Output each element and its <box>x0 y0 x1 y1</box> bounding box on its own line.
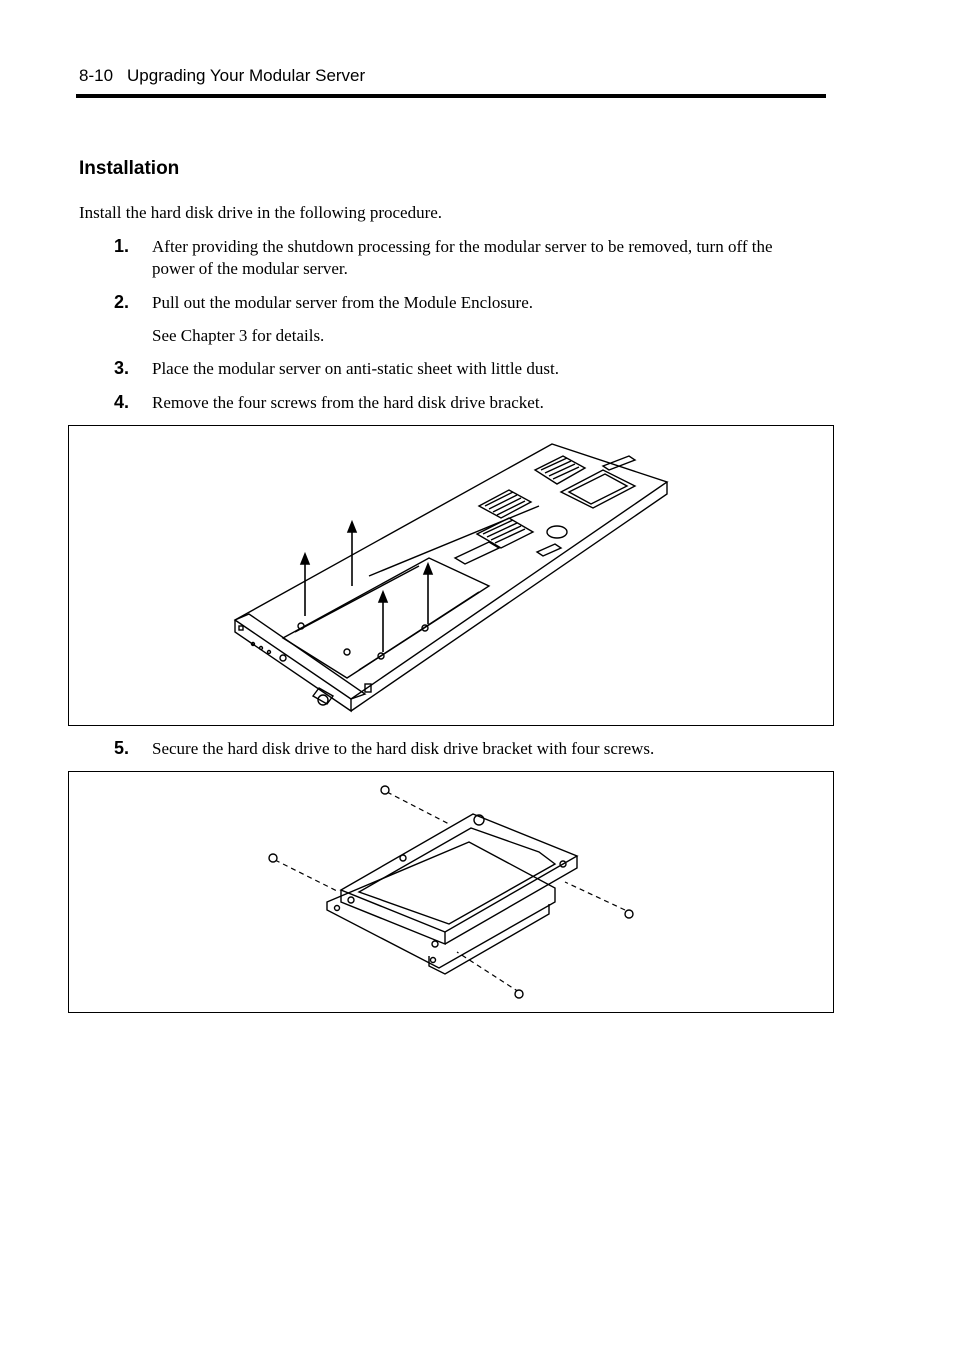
figure-server-screw-removal <box>68 425 834 726</box>
step-text-2: Pull out the modular server from the Mod… <box>152 293 533 312</box>
hdd-illustration <box>268 785 634 999</box>
step-number-5: 5. <box>114 738 130 758</box>
screw-removal-arrows <box>299 519 434 652</box>
screw-bottom <box>514 989 524 999</box>
heatsink-3 <box>475 517 535 549</box>
hdd-bracket-area <box>281 557 491 679</box>
step-note-2: See Chapter 3 for details. <box>152 326 325 345</box>
battery <box>546 525 568 539</box>
heatsink-2 <box>533 455 587 485</box>
memory-module <box>559 469 637 509</box>
screws <box>268 785 634 999</box>
step-text-1: After providing the shutdown processing … <box>152 237 773 278</box>
hdd-bracket <box>326 841 556 969</box>
running-header: 8-10 Upgrading Your Modular Server <box>79 66 365 86</box>
screw-left <box>268 853 278 863</box>
header-rule <box>76 94 826 98</box>
figure-hdd-bracket-screws <box>68 771 834 1013</box>
step-number-2: 2. <box>114 292 130 312</box>
server-illustration <box>233 443 669 713</box>
screw-guide-lines <box>274 791 626 993</box>
screw-top <box>380 785 390 795</box>
step-text-3: Place the modular server on anti-static … <box>152 359 559 378</box>
step-text-4: Remove the four screws from the hard dis… <box>152 393 544 412</box>
step-text-5: Secure the hard disk drive to the hard d… <box>152 739 655 758</box>
intro-paragraph: Install the hard disk drive in the follo… <box>79 203 443 222</box>
connector-1 <box>453 541 501 565</box>
screw-right <box>624 909 634 919</box>
section-title: Installation <box>79 158 180 179</box>
page-number: 8-10 <box>79 66 114 85</box>
step-number-4: 4. <box>114 392 130 412</box>
chapter-title: Upgrading Your Modular Server <box>127 66 366 85</box>
step-number-3: 3. <box>114 358 130 378</box>
hdd-top-cover <box>339 813 579 933</box>
server-tray-outline <box>233 443 669 700</box>
connector-3 <box>601 455 637 471</box>
step-number-1: 1. <box>114 236 130 256</box>
heatsink-1 <box>477 489 533 519</box>
connector-2 <box>535 543 563 557</box>
